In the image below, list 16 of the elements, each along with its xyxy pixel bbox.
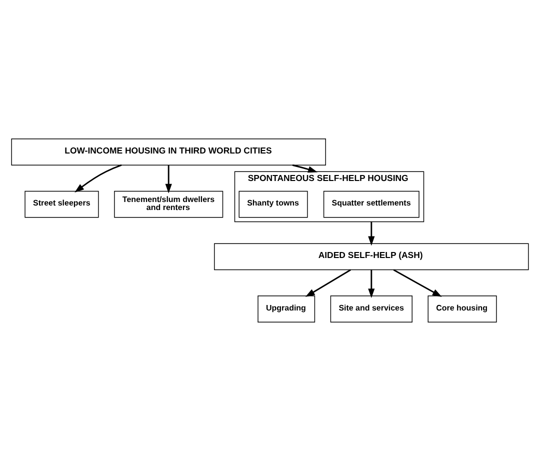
arrow bbox=[393, 269, 442, 297]
arrow bbox=[292, 164, 318, 173]
node-box: Upgrading bbox=[258, 296, 316, 322]
arrow bbox=[368, 270, 375, 298]
node-box: LOW-INCOME HOUSING IN THIRD WORLD CITIES bbox=[11, 138, 326, 166]
arrow bbox=[368, 222, 375, 246]
arrow bbox=[74, 164, 122, 193]
node-box: Street sleepers bbox=[24, 190, 99, 218]
node-box: AIDED SELF-HELP (ASH) bbox=[214, 243, 529, 270]
node-box: Core housing bbox=[428, 296, 497, 322]
node-box: Tenement/slum dwellers and renters bbox=[114, 190, 224, 218]
arrow bbox=[305, 269, 351, 297]
node-box: Site and services bbox=[330, 296, 412, 322]
arrow bbox=[165, 165, 172, 194]
node-box: Shanty towns bbox=[238, 190, 308, 218]
node-box: Squatter settlements bbox=[323, 190, 420, 218]
